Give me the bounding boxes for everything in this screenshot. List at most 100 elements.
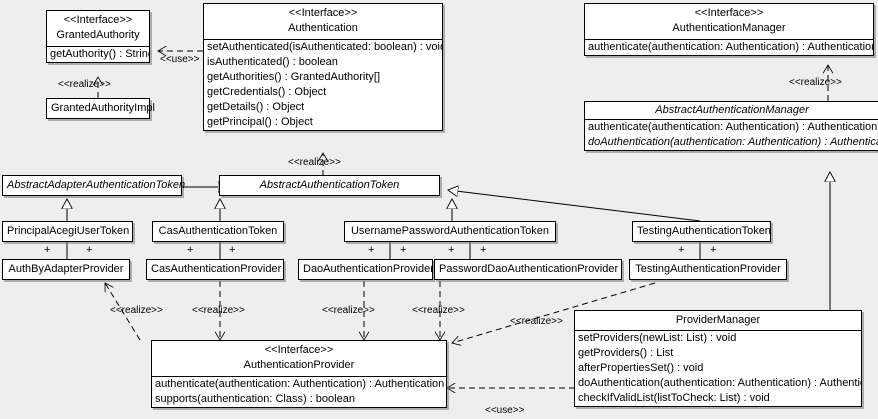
operations-compartment: setAuthenticated(isAuthenticated: boolea… — [204, 40, 442, 130]
operation-row: getDetails() : Object — [207, 101, 305, 113]
class-name: AbstractAdapterAuthenticationToken — [7, 179, 186, 191]
compartment-divider — [575, 330, 861, 331]
class-name: Authentication — [288, 22, 358, 34]
edge-label-realize-casauthenticationprovider: <<realize>> — [192, 305, 245, 316]
compartment-divider — [204, 39, 442, 40]
class-header: PrincipalAcegiUserToken — [3, 222, 132, 241]
class-authentication-manager[interactable]: <<Interface>> AuthenticationManager auth… — [584, 3, 874, 56]
operation-row: setProviders(newList: List) : void — [578, 332, 737, 344]
class-cas-authentication-token[interactable]: CasAuthenticationToken — [152, 221, 284, 242]
assoc-plus-marker: + — [86, 244, 93, 256]
assoc-plus-marker: + — [368, 244, 375, 256]
operation-row: getProviders() : List — [578, 347, 674, 359]
class-name: AuthByAdapterProvider — [8, 263, 124, 275]
class-cas-authentication-provider[interactable]: CasAuthenticationProvider — [146, 259, 284, 280]
operation-row: authenticate(authentication: Authenticat… — [588, 41, 873, 53]
assoc-plus-marker: + — [710, 244, 717, 256]
class-name: GrantedAuthority — [56, 29, 140, 41]
class-header: CasAuthenticationProvider — [147, 260, 283, 279]
operations-compartment: authenticate(authentication: Authenticat… — [585, 120, 878, 150]
class-header: <<Interface>> Authentication — [204, 4, 442, 39]
operation-row: afterPropertiesSet() : void — [578, 362, 704, 374]
operation-row: getPrincipal() : Object — [207, 116, 313, 128]
edge-label-realize-authbyadapterprovider: <<realize>> — [110, 305, 163, 316]
assoc-plus-marker: + — [187, 244, 194, 256]
class-header: AuthByAdapterProvider — [3, 260, 129, 279]
compartment-divider — [152, 376, 446, 377]
class-name: AuthenticationManager — [672, 22, 786, 34]
edge-realize-authbyadapterprovider — [104, 283, 141, 341]
class-auth-by-adapter-provider[interactable]: AuthByAdapterProvider — [2, 259, 130, 280]
assoc-plus-marker: + — [678, 244, 685, 256]
class-name: PrincipalAcegiUserToken — [7, 225, 130, 237]
operation-row: checkIfValidList(listToCheck: List) : vo… — [578, 392, 770, 404]
assoc-plus-marker: + — [400, 244, 407, 256]
class-name: DaoAuthenticationProvider — [303, 263, 434, 275]
class-header: <<Interface>> AuthenticationManager — [585, 4, 873, 39]
class-name: UsernamePasswordAuthenticationToken — [350, 225, 550, 237]
stereotype-label: <<Interface>> — [264, 344, 334, 356]
stereotype-label: <<Interface>> — [288, 7, 358, 19]
class-abstract-adapter-authentication-token[interactable]: AbstractAdapterAuthenticationToken — [2, 175, 186, 196]
class-password-dao-authentication-provider[interactable]: PasswordDaoAuthenticationProvider — [434, 259, 622, 280]
class-header: CasAuthenticationToken — [153, 222, 283, 241]
class-authentication[interactable]: <<Interface>> Authentication setAuthenti… — [203, 3, 443, 131]
class-name: ProviderManager — [675, 314, 761, 326]
class-testing-authentication-provider[interactable]: TestingAuthenticationProvider — [629, 259, 787, 280]
class-header: PasswordDaoAuthenticationProvider — [435, 260, 621, 279]
class-principal-acegi-user-token[interactable]: PrincipalAcegiUserToken — [2, 221, 133, 242]
class-header: UsernamePasswordAuthenticationToken — [345, 222, 555, 241]
compartment-divider — [585, 39, 873, 40]
class-name: PasswordDaoAuthenticationProvider — [439, 263, 619, 275]
edge-label-use-authentication: <<use>> — [160, 54, 200, 65]
class-dao-authentication-provider[interactable]: DaoAuthenticationProvider — [298, 259, 434, 280]
class-provider-manager[interactable]: ProviderManager setProviders(newList: Li… — [574, 310, 862, 407]
edge-realize-testingauthenticationprovider — [452, 282, 656, 343]
edge-label-realize-testingauthenticationprovider: <<realize>> — [510, 316, 563, 327]
operations-compartment: authenticate(authentication: Authenticat… — [152, 377, 446, 407]
class-granted-authority[interactable]: <<Interface>> GrantedAuthority getAuthor… — [46, 10, 150, 63]
class-name: TestingAuthenticationProvider — [635, 263, 781, 275]
class-header: ProviderManager — [575, 311, 861, 330]
edge-label-realize-abstractauthenticationmanager: <<realize>> — [789, 77, 842, 88]
assoc-plus-marker: + — [229, 244, 236, 256]
edge-label-realize-daoauthenticationprovider: <<realize>> — [322, 305, 375, 316]
class-name: TestingAuthenticationToken — [637, 225, 771, 237]
class-authentication-provider[interactable]: <<Interface>> AuthenticationProvider aut… — [151, 340, 447, 408]
stereotype-label: <<Interface>> — [63, 14, 133, 26]
class-header: GrantedAuthorityImpl — [47, 99, 155, 118]
class-name: CasAuthenticationProvider — [151, 263, 282, 275]
operations-compartment: authenticate(authentication: Authenticat… — [585, 40, 873, 55]
class-username-password-authentication-token[interactable]: UsernamePasswordAuthenticationToken — [344, 221, 556, 242]
class-name: AbstractAuthenticationToken — [259, 179, 400, 191]
class-header: TestingAuthenticationProvider — [630, 260, 786, 279]
class-header: DaoAuthenticationProvider — [299, 260, 434, 279]
class-header: AbstractAdapterAuthenticationToken — [3, 176, 186, 195]
stereotype-label: <<Interface>> — [694, 7, 764, 19]
class-header: AbstractAuthenticationToken — [220, 176, 439, 195]
operation-row: doAuthentication(authentication: Authent… — [578, 377, 861, 389]
class-header: <<Interface>> AuthenticationProvider — [152, 341, 446, 376]
operation-row: getAuthority() : String — [50, 48, 149, 60]
class-header: <<Interface>> GrantedAuthority — [47, 11, 149, 46]
edge-label-realize-grantedauthorityimpl: <<realize>> — [58, 79, 111, 90]
operation-row: getAuthorities() : GrantedAuthority[] — [207, 71, 381, 83]
assoc-plus-marker: + — [448, 244, 455, 256]
operation-row: doAuthentication(authentication: Authent… — [588, 136, 878, 148]
operations-compartment: getAuthority() : String — [47, 47, 149, 62]
class-name: GrantedAuthorityImpl — [51, 102, 155, 114]
edge-label-realize-abstractauthenticationtoken: <<realize>> — [288, 157, 341, 168]
class-testing-authentication-token[interactable]: TestingAuthenticationToken — [632, 221, 771, 242]
compartment-divider — [585, 119, 878, 120]
class-abstract-authentication-token[interactable]: AbstractAuthenticationToken — [219, 175, 440, 196]
class-header: AbstractAuthenticationManager — [585, 102, 878, 119]
class-abstract-authentication-manager[interactable]: AbstractAuthenticationManager authentica… — [584, 101, 878, 151]
class-name: CasAuthenticationToken — [158, 225, 278, 237]
class-granted-authority-impl[interactable]: GrantedAuthorityImpl — [46, 98, 155, 119]
operation-row: getCredentials() : Object — [207, 86, 327, 98]
assoc-plus-marker: + — [44, 244, 51, 256]
operation-row: supports(authentication: Class) : boolea… — [155, 393, 355, 405]
operation-row: setAuthenticated(isAuthenticated: boolea… — [207, 41, 442, 53]
